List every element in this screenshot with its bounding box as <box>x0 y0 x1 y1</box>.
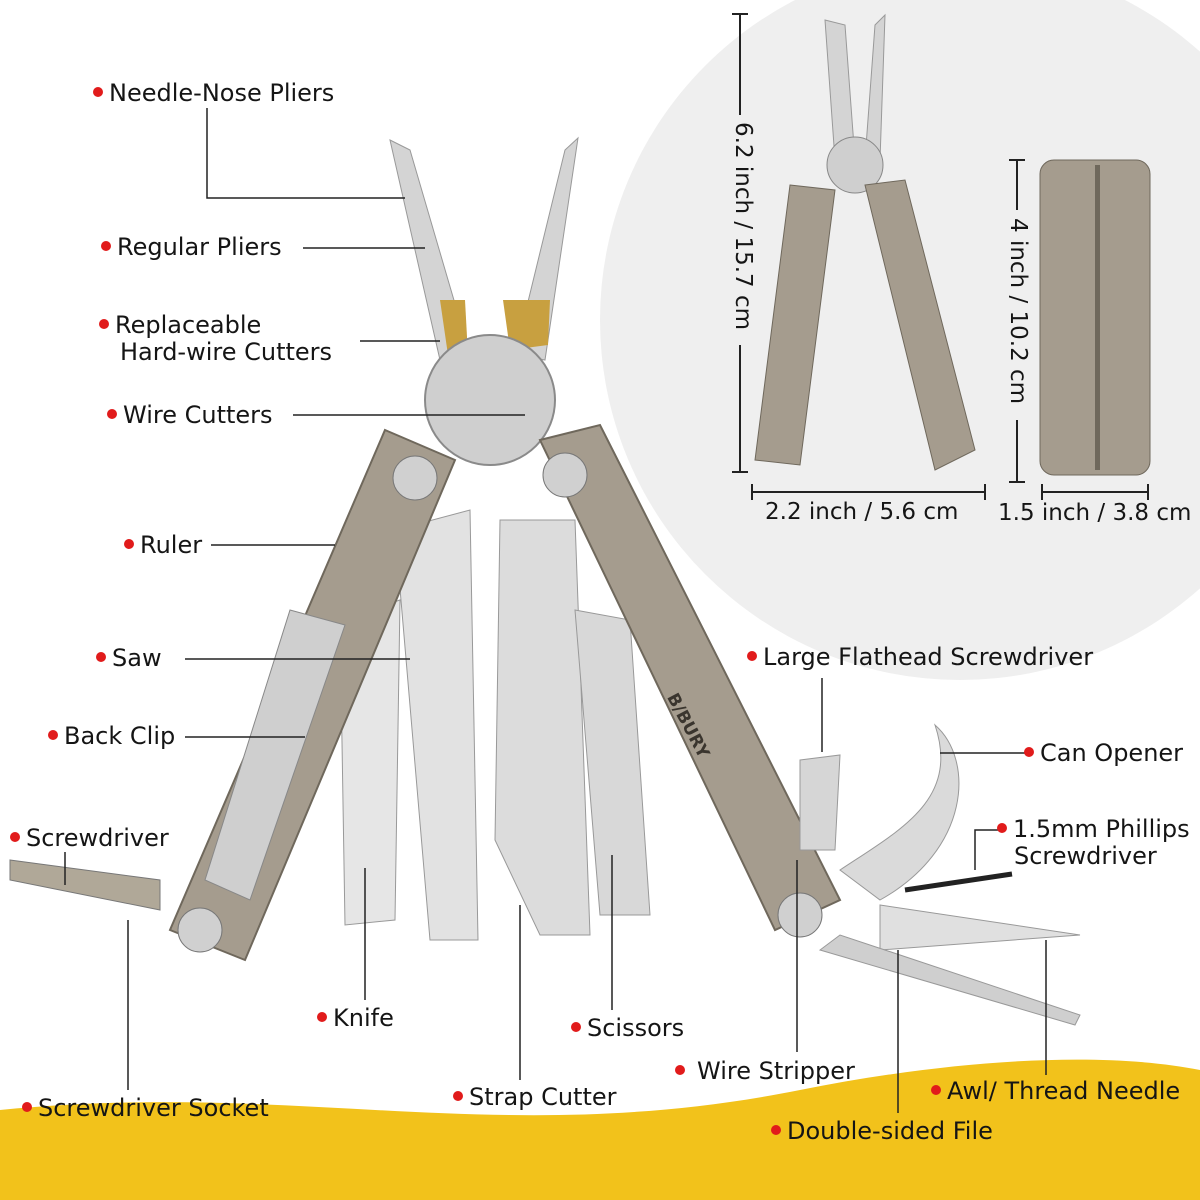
label-text: Needle-Nose Pliers <box>109 79 335 107</box>
label-can-opener: Can Opener <box>1024 740 1183 767</box>
red-dot-icon <box>771 1125 781 1135</box>
dimension-open-width: 2.2 inch / 5.6 cm <box>765 499 959 525</box>
label-text: Screwdriver <box>1014 842 1157 870</box>
label-wire-stripper: Wire Stripper <box>675 1058 855 1085</box>
label-text: Can Opener <box>1040 739 1184 767</box>
red-dot-icon <box>48 730 58 740</box>
label-back-clip: Back Clip <box>48 723 175 750</box>
label-text: Regular Pliers <box>117 233 282 261</box>
label-regular-pliers: Regular Pliers <box>101 234 282 261</box>
label-text: Back Clip <box>64 722 176 750</box>
label-text: 1.5mm Phillips <box>1013 815 1190 843</box>
label-text: Large Flathead Screwdriver <box>763 643 1094 671</box>
red-dot-icon <box>747 651 757 661</box>
label-double-sided-file: Double-sided File <box>771 1118 993 1145</box>
red-dot-icon <box>107 409 117 419</box>
multitool-closed-view <box>1039 159 1151 476</box>
multitool-main <box>9 136 1081 1026</box>
label-text: Screwdriver Socket <box>38 1094 269 1122</box>
red-dot-icon <box>931 1085 941 1095</box>
dimension-closed-width: 1.5 inch / 3.8 cm <box>998 500 1192 526</box>
red-dot-icon <box>453 1091 463 1101</box>
dimension-open-length: 6.2 inch / 15.7 cm <box>730 122 756 331</box>
leader-lines <box>64 108 1047 1113</box>
red-dot-icon <box>571 1022 581 1032</box>
red-dot-icon <box>997 823 1007 833</box>
label-ruler: Ruler <box>124 532 202 559</box>
yellow-wave <box>0 1059 1200 1200</box>
label-text: Scissors <box>587 1014 685 1042</box>
dimension-closed-length: 4 inch / 10.2 cm <box>1005 218 1031 405</box>
red-dot-icon <box>675 1065 685 1075</box>
label-text: Screwdriver <box>26 824 169 852</box>
label-text: Wire Cutters <box>123 401 273 429</box>
red-dot-icon <box>1024 747 1034 757</box>
label-screwdriver: Screwdriver <box>10 825 169 852</box>
label-knife: Knife <box>317 1005 394 1032</box>
red-dot-icon <box>93 87 103 97</box>
label-text: Ruler <box>140 531 203 559</box>
label-awl: Awl/ Thread Needle <box>931 1078 1180 1105</box>
red-dot-icon <box>99 319 109 329</box>
label-text: Hard-wire Cutters <box>120 338 333 366</box>
label-text: Knife <box>333 1004 394 1032</box>
label-text: Saw <box>112 644 162 672</box>
red-dot-icon <box>101 241 111 251</box>
label-needle-nose-pliers: Needle-Nose Pliers <box>93 80 334 107</box>
label-text: Awl/ Thread Needle <box>947 1077 1181 1105</box>
red-dot-icon <box>22 1102 32 1112</box>
label-scissors: Scissors <box>571 1015 684 1042</box>
multitool-open-view <box>754 13 976 471</box>
label-saw: Saw <box>96 645 162 672</box>
label-strap-cutter: Strap Cutter <box>453 1084 617 1111</box>
red-dot-icon <box>10 832 20 842</box>
red-dot-icon <box>124 539 134 549</box>
label-screwdriver-socket: Screwdriver Socket <box>22 1095 269 1122</box>
label-text: Strap Cutter <box>469 1083 617 1111</box>
label-large-flathead: Large Flathead Screwdriver <box>747 644 1093 671</box>
label-text: Double-sided File <box>787 1117 993 1145</box>
label-text: Replaceable <box>115 311 262 339</box>
dimension-lines <box>732 13 1149 500</box>
red-dot-icon <box>96 652 106 662</box>
label-text: Wire Stripper <box>697 1057 855 1085</box>
label-wire-cutters: Wire Cutters <box>107 402 273 429</box>
red-dot-icon <box>317 1012 327 1022</box>
